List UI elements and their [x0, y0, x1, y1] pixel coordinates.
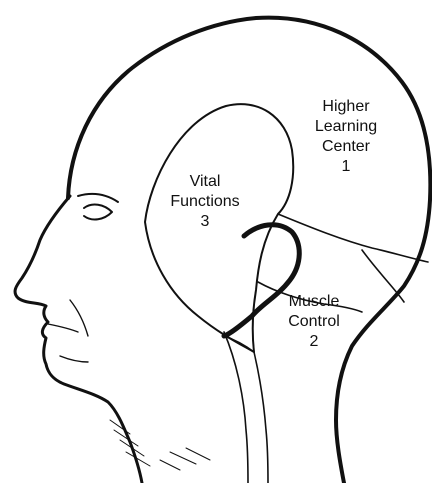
mouth-line [48, 324, 78, 332]
muscle-control-label: Muscle Control 2 [262, 292, 366, 352]
higher-learning-center-line-2: Learning [290, 117, 402, 137]
skull-outline [68, 18, 430, 483]
vital-functions-number: 3 [140, 212, 270, 232]
eyebrow [78, 194, 118, 202]
brain-stem [224, 332, 248, 483]
eye [84, 205, 112, 220]
vital-functions-line-2: Functions [140, 192, 270, 212]
higher-learning-center-number: 1 [290, 157, 402, 177]
higher-learning-center-line-3: Center [290, 137, 402, 157]
muscle-control-line-1: Muscle [262, 292, 366, 312]
vital-functions-label: Vital Functions 3 [140, 172, 270, 232]
vital-functions-line-1: Vital [140, 172, 270, 192]
higher-learning-center-line-1: Higher [290, 97, 402, 117]
spinal-cord [254, 352, 268, 483]
higher-learning-center-label: Higher Learning Center 1 [290, 97, 402, 177]
chin-line [60, 356, 88, 362]
muscle-control-number: 2 [262, 332, 366, 352]
muscle-control-line-2: Control [262, 312, 366, 332]
face-profile [15, 196, 142, 483]
region-divider-lower [362, 250, 404, 302]
